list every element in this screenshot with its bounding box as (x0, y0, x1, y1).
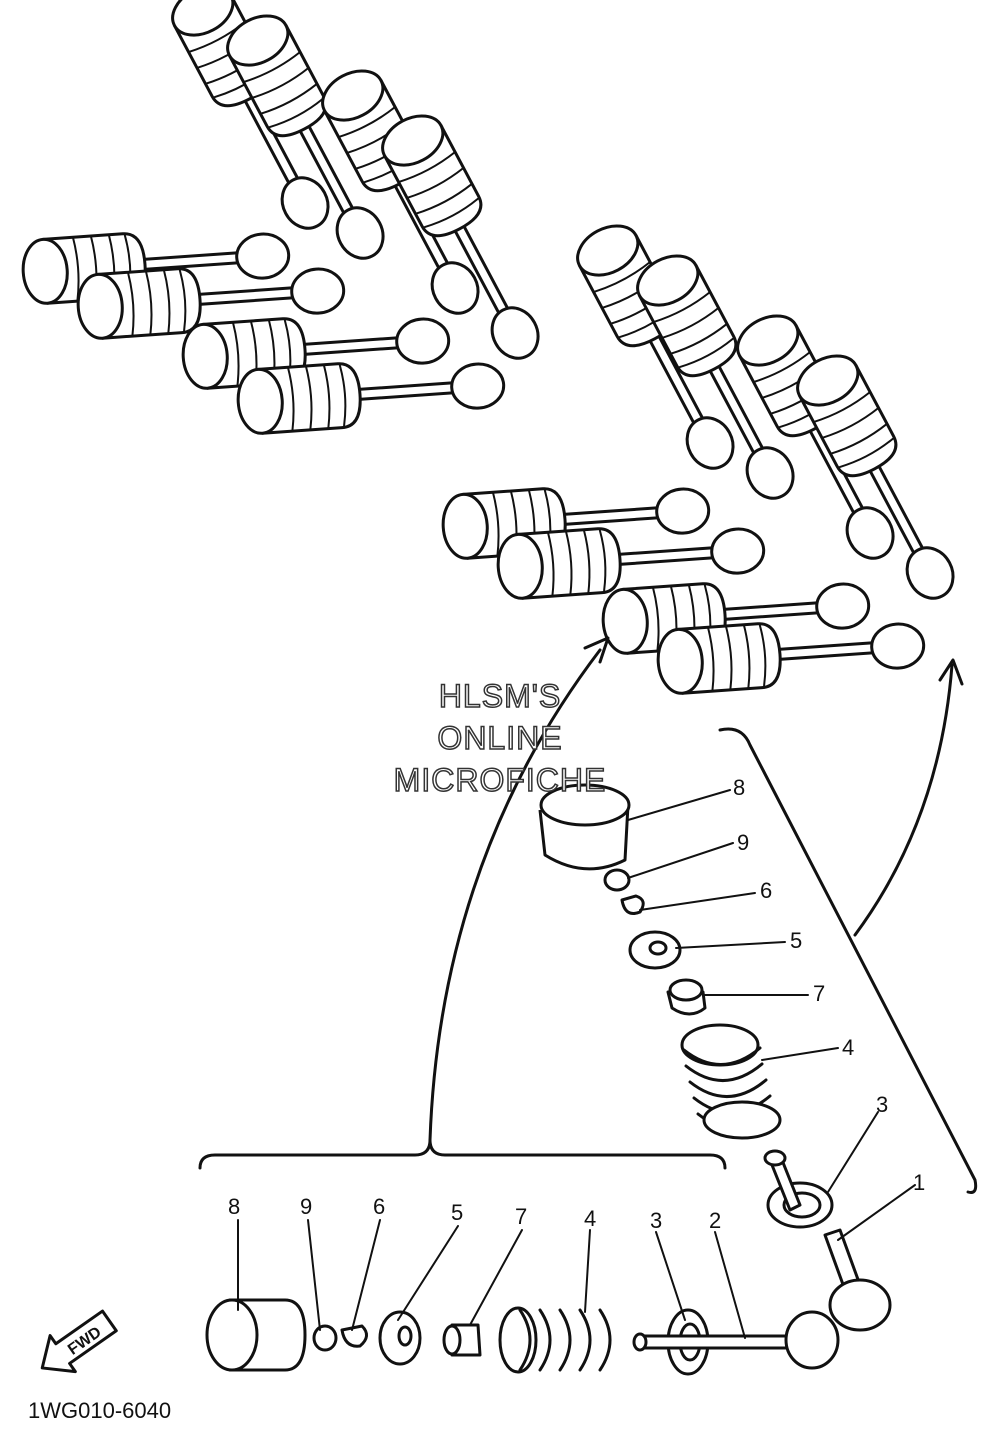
callout-number: 5 (451, 1200, 463, 1225)
callout-number: 6 (373, 1194, 385, 1219)
watermark-line-2: ONLINE (437, 719, 563, 757)
part-6-cotter-bottom (340, 1324, 368, 1348)
leader-lines-right (627, 789, 916, 1241)
fwd-arrow-icon: FWD (40, 1309, 118, 1374)
callout-number: 8 (228, 1194, 240, 1219)
part-1-valve-right (763, 1149, 892, 1332)
part-7-seal-right (666, 978, 707, 1016)
exploded-parts-right (538, 783, 892, 1332)
callout-number: 1 (913, 1170, 925, 1195)
part-8-tappet-bottom (205, 1298, 307, 1372)
valve-group-right (439, 214, 973, 697)
part-9-shim-bottom (312, 1324, 338, 1352)
callout-number: 6 (760, 878, 772, 903)
callout-number: 5 (790, 928, 802, 953)
part-7-seal-bottom (442, 1323, 482, 1357)
part-4-spring-right (680, 1023, 782, 1140)
part-6-cotter-right (620, 894, 645, 915)
part-9-shim-right (603, 868, 631, 892)
callout-number: 4 (842, 1035, 854, 1060)
diagram-code: 1WG010-6040 (28, 1398, 172, 1423)
leader-lines-bottom (237, 1219, 746, 1339)
watermark-line-3: MICROFICHE (393, 761, 607, 799)
part-4-spring-bottom (498, 1306, 612, 1374)
part-5-retainer-right (628, 930, 682, 970)
callout-number: 9 (737, 830, 749, 855)
part-2-valve-bottom (632, 1310, 840, 1370)
callout-number: 8 (733, 775, 745, 800)
callout-number: 4 (584, 1206, 596, 1231)
exploded-parts-bottom (205, 1298, 840, 1376)
callout-number: 7 (813, 981, 825, 1006)
part-8-tappet-right (538, 783, 631, 871)
callout-number: 9 (300, 1194, 312, 1219)
bracket-right (718, 658, 978, 1194)
callouts-right: 8 9 6 5 7 4 3 1 (733, 775, 925, 1195)
valve-group-upper-left (19, 0, 558, 437)
callout-number: 3 (650, 1208, 662, 1233)
callout-number: 7 (515, 1204, 527, 1229)
watermark-line-1: HLSM'S (438, 677, 562, 715)
callout-number: 2 (709, 1208, 721, 1233)
callouts-bottom: 8 9 6 5 7 4 3 2 (228, 1194, 721, 1233)
callout-number: 3 (876, 1092, 888, 1117)
part-5-retainer-bottom (378, 1310, 422, 1366)
bracket-bottom (198, 636, 727, 1170)
